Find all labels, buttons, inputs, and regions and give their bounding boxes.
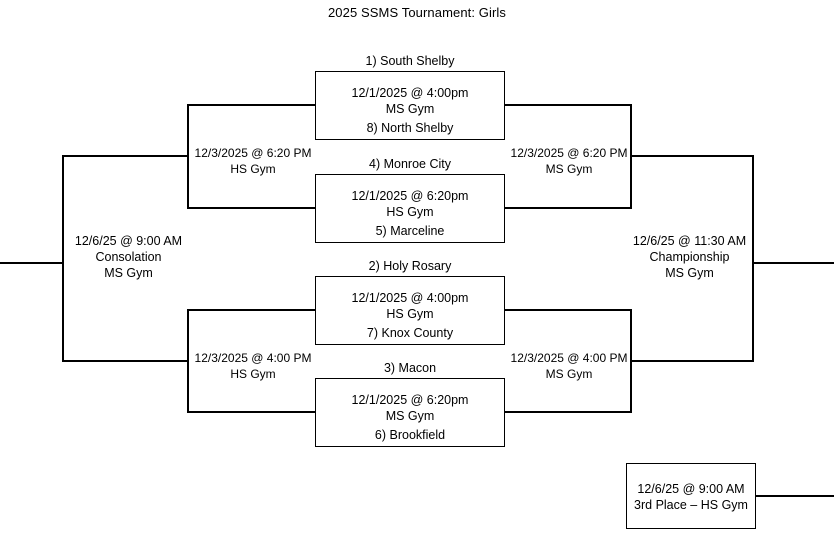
game-4-top-seed: 3) Macon: [383, 361, 437, 375]
game-3-datetime: 12/1/2025 @ 4:00pm: [351, 291, 469, 305]
page-title: 2025 SSMS Tournament: Girls: [327, 5, 507, 20]
game-1-details: 12/1/2025 @ 4:00pm MS Gym: [315, 85, 505, 117]
consolation-semifinal-upper-label[interactable]: 12/3/2025 @ 6:20 PM HS Gym: [192, 146, 314, 177]
game-2-top-seed: 4) Monroe City: [369, 157, 451, 171]
game-1-top-seed: 1) South Shelby: [365, 54, 455, 68]
game-box-2-border: [315, 174, 505, 243]
game-1-venue: MS Gym: [385, 102, 435, 116]
game-box-1[interactable]: 1) South Shelby 12/1/2025 @ 4:00pm MS Gy…: [315, 54, 505, 140]
third-place-name-venue: 3rd Place – HS Gym: [634, 498, 748, 512]
third-place-datetime: 12/6/25 @ 9:00 AM: [637, 482, 745, 496]
game-box-4[interactable]: 3) Macon 12/1/2025 @ 6:20pm MS Gym 6) Br…: [315, 361, 505, 447]
consolation-final-label[interactable]: 12/6/25 @ 9:00 AM Consolation MS Gym: [66, 233, 191, 281]
game-3-details: 12/1/2025 @ 4:00pm HS Gym: [315, 290, 505, 322]
game-box-4-border: [315, 378, 505, 447]
championship-semifinal-lower-venue: MS Gym: [545, 366, 593, 381]
championship-semifinal-lower-datetime: 12/3/2025 @ 4:00 PM: [510, 351, 628, 365]
third-place-game-label: 12/6/25 @ 9:00 AM 3rd Place – HS Gym: [626, 481, 756, 513]
championship-semifinal-lower-label[interactable]: 12/3/2025 @ 4:00 PM MS Gym: [508, 351, 630, 382]
consolation-semifinal-upper-venue: HS Gym: [230, 161, 276, 176]
consolation-semifinal-lower-venue: HS Gym: [230, 366, 276, 381]
consolation-final-name: Consolation: [95, 250, 162, 264]
game-4-bottom-seed: 6) Brookfield: [374, 428, 446, 442]
game-3-bottom-seed: 7) Knox County: [366, 326, 454, 340]
third-place-game-box[interactable]: [626, 463, 756, 529]
consolation-final-datetime: 12/6/25 @ 9:00 AM: [74, 234, 183, 248]
game-box-2[interactable]: 4) Monroe City 12/1/2025 @ 6:20pm HS Gym…: [315, 157, 505, 243]
game-2-details: 12/1/2025 @ 6:20pm HS Gym: [315, 188, 505, 220]
game-4-venue: MS Gym: [385, 409, 435, 423]
consolation-semifinal-lower-datetime: 12/3/2025 @ 4:00 PM: [194, 351, 312, 365]
championship-final-venue: MS Gym: [665, 266, 714, 280]
game-box-1-border: [315, 71, 505, 140]
game-box-3-border: [315, 276, 505, 345]
game-3-venue: HS Gym: [386, 307, 434, 321]
championship-final-datetime: 12/6/25 @ 11:30 AM: [632, 234, 747, 248]
game-1-bottom-seed: 8) North Shelby: [366, 121, 454, 135]
game-3-top-seed: 2) Holy Rosary: [368, 259, 452, 273]
consolation-final-venue: MS Gym: [104, 266, 153, 280]
game-box-3[interactable]: 2) Holy Rosary 12/1/2025 @ 4:00pm HS Gym…: [315, 259, 505, 345]
championship-semifinal-upper-venue: MS Gym: [545, 161, 593, 176]
game-2-venue: HS Gym: [386, 205, 434, 219]
championship-final-name: Championship: [649, 250, 730, 264]
game-1-datetime: 12/1/2025 @ 4:00pm: [351, 86, 469, 100]
championship-semifinal-upper-label[interactable]: 12/3/2025 @ 6:20 PM MS Gym: [508, 146, 630, 177]
consolation-semifinal-upper-datetime: 12/3/2025 @ 6:20 PM: [194, 146, 312, 160]
championship-final-label[interactable]: 12/6/25 @ 11:30 AM Championship MS Gym: [627, 233, 752, 281]
game-2-datetime: 12/1/2025 @ 6:20pm: [351, 189, 469, 203]
game-4-details: 12/1/2025 @ 6:20pm MS Gym: [315, 392, 505, 424]
consolation-semifinal-lower-label[interactable]: 12/3/2025 @ 4:00 PM HS Gym: [192, 351, 314, 382]
championship-semifinal-upper-datetime: 12/3/2025 @ 6:20 PM: [510, 146, 628, 160]
game-2-bottom-seed: 5) Marceline: [375, 224, 445, 238]
game-4-datetime: 12/1/2025 @ 6:20pm: [351, 393, 469, 407]
